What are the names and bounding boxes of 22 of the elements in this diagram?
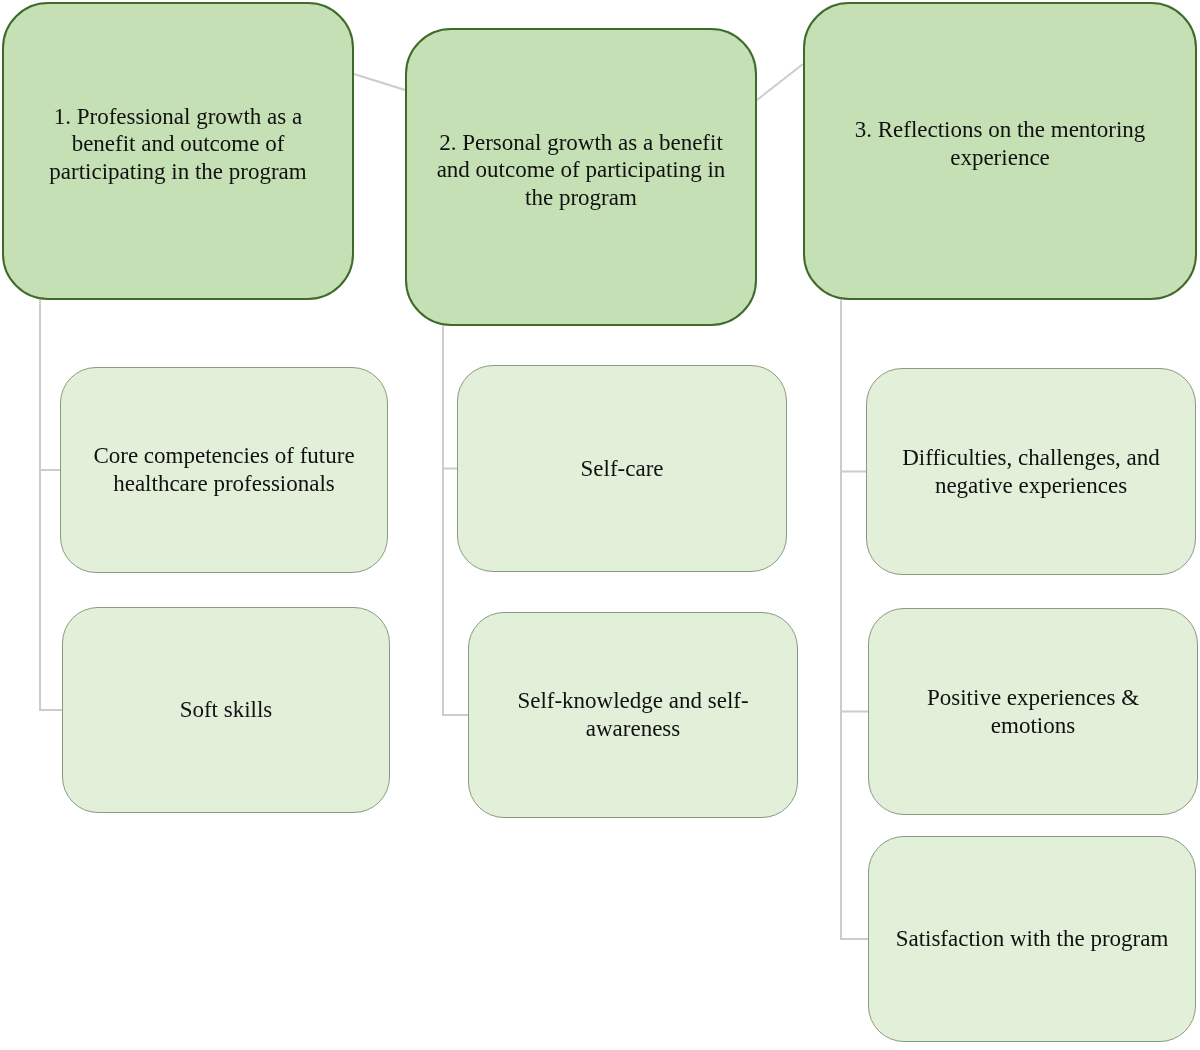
box-text: Satisfaction with the program	[895, 925, 1169, 953]
box-text: Soft skills	[179, 696, 273, 724]
subtheme-box	[457, 365, 787, 572]
subtheme-box	[62, 607, 390, 813]
box-text: Self-knowledge and self-awareness	[516, 687, 750, 743]
box-text: Self-care	[580, 454, 664, 483]
theme-box	[803, 2, 1197, 300]
box-text: 3. Reflections on the mentoring experience	[853, 116, 1147, 172]
box-text: Positive experiences & emotions	[925, 683, 1141, 740]
box-text: 1. Professional growth as a benefit and outcome of participating in the program	[48, 102, 308, 186]
connector-line	[353, 73, 406, 91]
subtheme-box	[868, 836, 1196, 1042]
theme-box	[2, 2, 354, 300]
connector-line	[756, 63, 804, 101]
box-text: Difficulties, challenges, and negative experiences	[901, 443, 1161, 500]
subtheme-box	[468, 612, 798, 818]
subtheme-box	[868, 608, 1198, 815]
subtheme-box	[866, 368, 1196, 575]
subtheme-box	[60, 367, 388, 573]
box-text: Core competencies of future healthcare professionals	[92, 442, 356, 498]
theme-box	[405, 28, 757, 326]
box-text: 2. Personal growth as a benefit and outcome of participating in the program	[435, 128, 727, 212]
